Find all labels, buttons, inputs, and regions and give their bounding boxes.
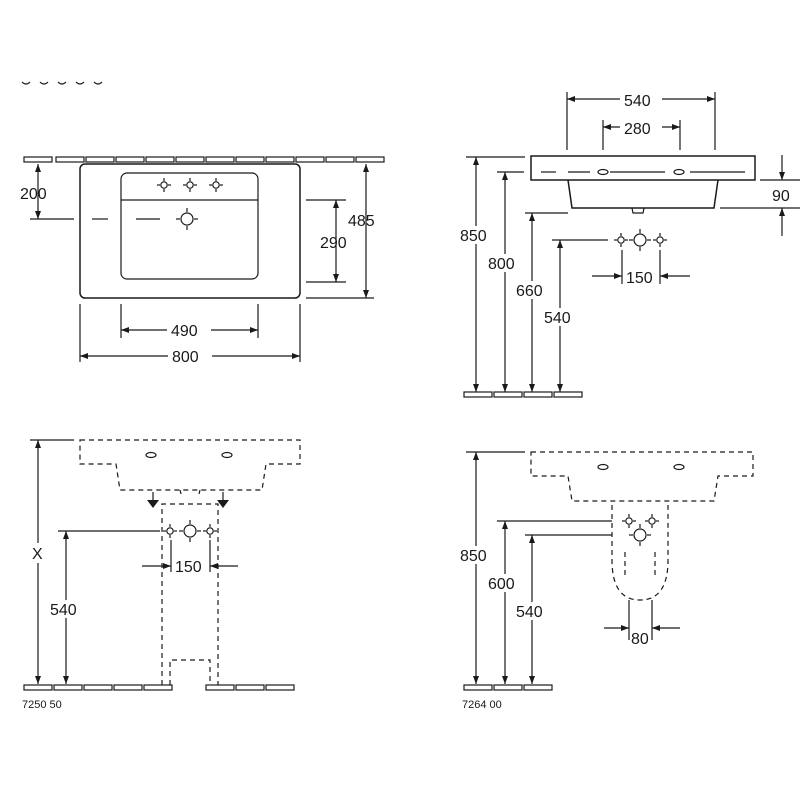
dim-540-top-label: 540: [624, 93, 651, 110]
dim-850-label: 850: [460, 228, 487, 245]
connection-icon: [178, 519, 202, 543]
floor-strip: [23, 684, 295, 691]
dim-200-label: 200: [20, 186, 47, 203]
semi-pedestal-dashed: [611, 505, 669, 601]
dim-540-label: 540: [544, 310, 571, 327]
dim-90-label: 90: [772, 188, 790, 205]
connection-icon: [644, 513, 660, 529]
floor-strip: [463, 684, 553, 691]
dim-x-label: X: [32, 546, 43, 563]
tap-hole-icon: [156, 177, 172, 193]
basin-outline: [79, 163, 301, 299]
connection-icon: [628, 228, 652, 252]
arrow-down-icon: [217, 500, 229, 508]
connection-icon: [202, 523, 218, 539]
dim-850-label: 850: [460, 548, 487, 565]
connection-icon: [628, 523, 652, 547]
dim-150-label: 150: [626, 270, 653, 287]
arrow-down-icon: [147, 500, 159, 508]
connection-icon: [652, 232, 668, 248]
top-view: 200 290 485 490 800: [20, 156, 385, 366]
side-view: 540 280 90 850 800 660: [458, 90, 800, 398]
dim-150-label: 150: [175, 559, 202, 576]
tap-hole-icon: [182, 177, 198, 193]
dim-660-label: 660: [516, 283, 543, 300]
dim-280-label: 280: [624, 121, 651, 138]
tap-hole-icon: [208, 177, 224, 193]
dim-540-label: 540: [50, 602, 77, 619]
semi-pedestal-view: 80 850 600 540 7264 00: [458, 451, 754, 711]
connection-icon: [613, 232, 629, 248]
product-code: 7250 50: [22, 699, 62, 711]
basin-rim: [530, 155, 756, 181]
pedestal-view: 150 X 540 7250 50: [22, 439, 301, 711]
floor-strip: [463, 391, 583, 398]
dim-80-label: 80: [631, 631, 649, 648]
connection-icon: [621, 513, 637, 529]
drain-icon: [175, 207, 199, 231]
dim-600-label: 600: [488, 576, 515, 593]
connection-icon: [162, 523, 178, 539]
basin-dashed-outline: [530, 451, 754, 502]
dim-800-label: 800: [488, 256, 515, 273]
dim-290-label: 290: [320, 235, 347, 252]
dim-800-label: 800: [172, 349, 199, 366]
product-code: 7264 00: [462, 699, 502, 711]
basin-dashed-outline: [79, 439, 301, 491]
cropped-header-text: [21, 81, 103, 85]
wall-strip: [23, 156, 385, 163]
dim-540-label: 540: [516, 604, 543, 621]
basin-inner: [120, 172, 259, 280]
pedestal-dashed: [161, 503, 219, 685]
dim-485-label: 485: [348, 213, 375, 230]
dim-490-label: 490: [171, 323, 198, 340]
